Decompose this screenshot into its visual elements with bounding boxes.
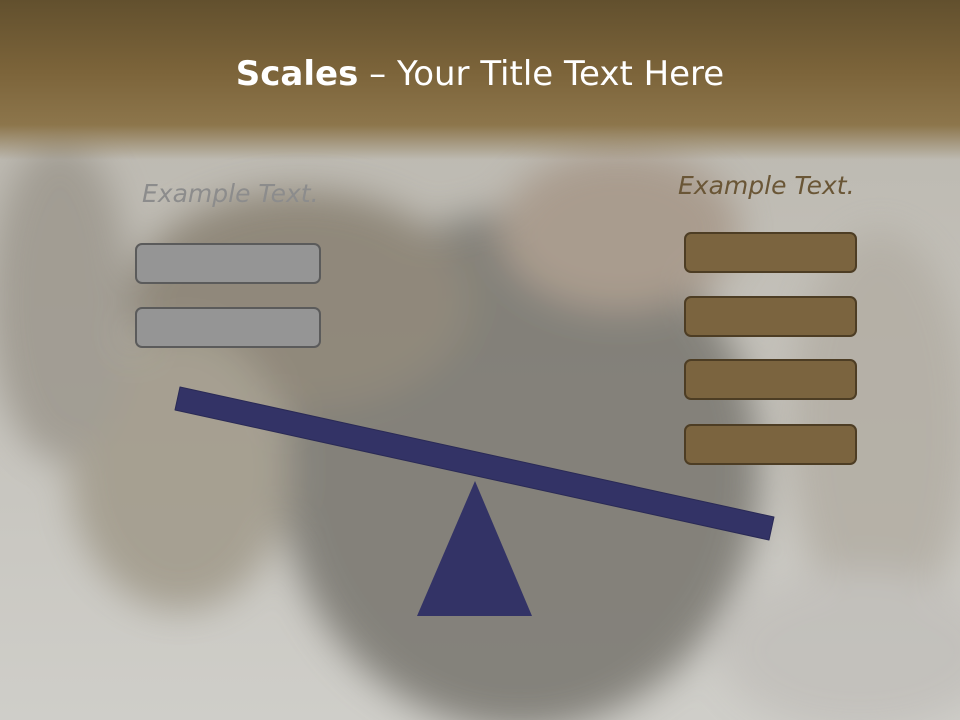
right-box-3 — [684, 359, 857, 400]
left-box-1 — [135, 243, 321, 284]
right-label: Example Text. — [678, 171, 855, 200]
left-label: Example Text. — [142, 179, 319, 208]
left-box-2 — [135, 307, 321, 348]
scale-beam — [174, 386, 775, 541]
title-rest-part: – Your Title Text Here — [358, 54, 725, 94]
right-box-4 — [684, 424, 857, 465]
scale-fulcrum — [417, 481, 532, 616]
title-bold-part: Scales — [235, 54, 359, 94]
right-box-1 — [684, 232, 857, 273]
right-box-2 — [684, 296, 857, 337]
title-band — [0, 0, 960, 160]
slide-title: Scales – Your Title Text Here — [0, 52, 960, 96]
